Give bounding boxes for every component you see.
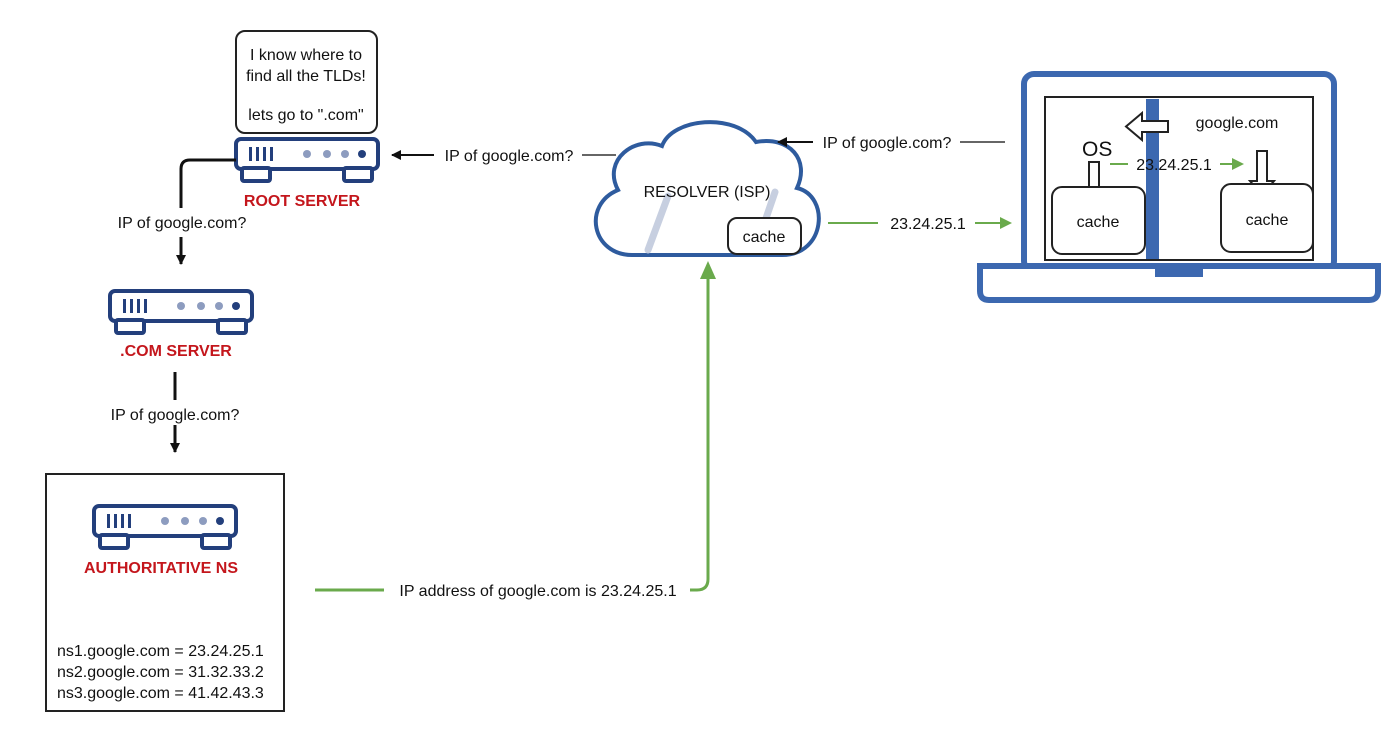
resolver-cloud: RESOLVER (ISP) cache [593,120,821,257]
app-cache-label: cache [1246,212,1289,229]
root-server-label: ROOT SERVER [244,193,361,210]
laptop-to-resolver-label: IP of google.com? [823,135,952,152]
root-server: ROOT SERVER [234,137,380,210]
os-cache-label: cache [1077,214,1120,231]
ns-record-3: ns3.google.com = 41.42.43.3 [57,685,264,702]
laptop-to-resolver-arrow: IP of google.com? [777,135,1005,152]
os-label: OS [1082,138,1112,161]
resolver-to-root-arrow: IP of google.com? [391,148,616,165]
laptop-inner-ip-label: 23.24.25.1 [1136,157,1212,174]
com-to-auth-label: IP of google.com? [111,407,240,424]
root-to-com-arrow: IP of google.com? [118,158,247,265]
bubble-line-2: find all the TLDs! [246,68,366,85]
laptop-icon [977,71,1381,303]
com-server-label: .COM SERVER [120,343,232,360]
authoritative-ns-label: AUTHORITATIVE NS [84,560,238,577]
laptop: OS google.com 23.24.25.1 cache cache [977,71,1381,303]
bubble-line-3: lets go to ".com" [248,107,363,124]
app-label: google.com [1196,115,1279,132]
auth-to-resolver-label: IP address of google.com is 23.24.25.1 [399,583,676,600]
com-server-icon [108,289,254,335]
root-to-com-label: IP of google.com? [118,215,247,232]
ns-record-2: ns2.google.com = 31.32.33.2 [57,664,264,681]
com-to-auth-arrow: IP of google.com? [111,372,240,453]
auth-to-resolver-arrow: IP address of google.com is 23.24.25.1 [315,261,716,600]
resolver-to-laptop-label: 23.24.25.1 [890,216,966,233]
resolver-label: RESOLVER (ISP) [644,184,771,201]
app-cache-box [1220,183,1314,253]
com-server: .COM SERVER [108,289,254,360]
ns-record-1: ns1.google.com = 23.24.25.1 [57,643,264,660]
authoritative-ns-box: AUTHORITATIVE NS ns1.google.com = 23.24.… [45,473,285,712]
resolver-cache-label: cache [743,229,786,246]
hollow-left-arrow-icon [1124,110,1169,143]
bubble-line-1: I know where to [250,47,362,64]
root-server-icon [234,137,380,183]
resolver-cache-box [727,217,802,255]
resolver-to-root-label: IP of google.com? [445,148,574,165]
os-cache-box [1051,186,1146,255]
speech-bubble: I know where to find all the TLDs! lets … [235,30,378,134]
resolver-to-laptop-arrow: 23.24.25.1 [828,216,1012,233]
